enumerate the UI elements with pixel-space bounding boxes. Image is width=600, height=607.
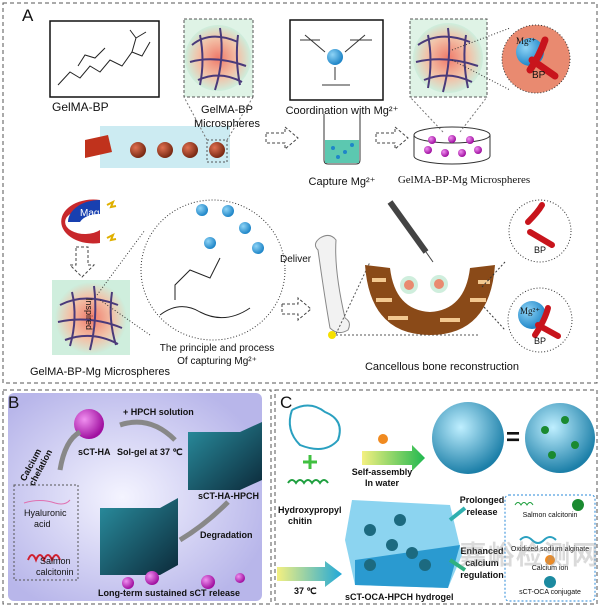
prolonged-label-1: Prolonged — [459, 495, 505, 505]
magnet-label: Magnet — [80, 208, 114, 219]
gelma-bp-label: GelMA-BP — [52, 100, 109, 114]
legend-sct-oca-conjugate: sCT-OCA conjugate — [519, 589, 581, 596]
principle-label-1: The principle and process — [159, 343, 275, 354]
bp-label-bottom: BP — [534, 336, 547, 346]
capture-label: Capture Mg²⁺ — [308, 176, 376, 188]
legend-calcium-ion: Calcium ion — [531, 565, 569, 572]
hpch-solution-label: + HPCH solution — [123, 407, 194, 417]
hyaluronic-label-2: acid — [34, 519, 51, 529]
gelma-bp-structure — [49, 20, 160, 98]
sustained-release-label: Long-term sustained sCT release — [98, 588, 241, 598]
panel-b-label: B — [8, 393, 20, 412]
panel-c-frame — [274, 389, 598, 605]
panel-a-frame — [2, 2, 598, 384]
bp-label-top: BP — [532, 70, 546, 81]
sol-gel-label: Sol-gel at 37 ℃ — [117, 447, 183, 457]
hydrogel-label: sCT-OCA-HPCH hydrogel — [345, 592, 454, 602]
equals-sign: = — [506, 424, 521, 451]
inspired-label: Inspired — [84, 298, 94, 331]
watermark: 嘉峪检测网 — [460, 540, 600, 570]
gelma-bp-mg-bottom-label: GelMA-BP-Mg Microspheres — [30, 366, 170, 378]
salmon-calcitonin-label-1: Salmon — [40, 556, 71, 566]
sct-ha-label: sCT-HA — [78, 447, 111, 457]
salmon-calcitonin-label-2: calcitonin — [36, 567, 74, 577]
temperature-label: 37 ℃ — [294, 586, 317, 596]
enhanced-label-1: Enhanced — [460, 546, 504, 556]
enhanced-label-3: regulation — [460, 570, 504, 580]
sct-ha-hpch-label: sCT-HA-HPCH — [198, 491, 260, 501]
coordination-label: Coordination with Mg²⁺ — [285, 105, 399, 117]
legend-salmon-calcitonin: Salmon calcitonin — [522, 512, 578, 519]
gelma-bp-mg-top-label: GelMA-BP-Mg Microspheres — [397, 174, 531, 186]
cancellous-label: Cancellous bone reconstruction — [364, 361, 520, 373]
mg-ion-label-2: Mg²⁺ — [520, 306, 540, 316]
deliver-label: Deliver — [280, 254, 312, 265]
self-assembly-label-1: Self-assembly — [351, 467, 413, 477]
prolonged-label-2: release — [466, 507, 498, 517]
principle-label-2: Of capturing Mg²⁺ — [177, 356, 257, 367]
enhanced-label-2: calcium — [465, 558, 499, 568]
self-assembly-label-2: In water — [364, 478, 400, 488]
microspheres-label-1: GelMA-BP — [201, 104, 253, 116]
hydroxypropyl-label-2: chitin — [288, 516, 312, 526]
degradation-label: Degradation — [200, 530, 253, 540]
microspheres-label-2: Microspheres — [193, 118, 261, 130]
legend-oxidized-alginate: Oxidized sodium alginate — [510, 546, 590, 553]
bp-label-mid: BP — [534, 245, 547, 255]
mg-ion-label: Mg²⁺ — [516, 36, 536, 46]
panel-b-frame — [2, 389, 272, 605]
hyaluronic-label-1: Hyaluronic — [24, 508, 67, 518]
hydroxypropyl-label-1: Hydroxypropyl — [278, 505, 342, 515]
panel-c-label: C — [280, 393, 293, 412]
panel-a-label: A — [22, 6, 34, 25]
